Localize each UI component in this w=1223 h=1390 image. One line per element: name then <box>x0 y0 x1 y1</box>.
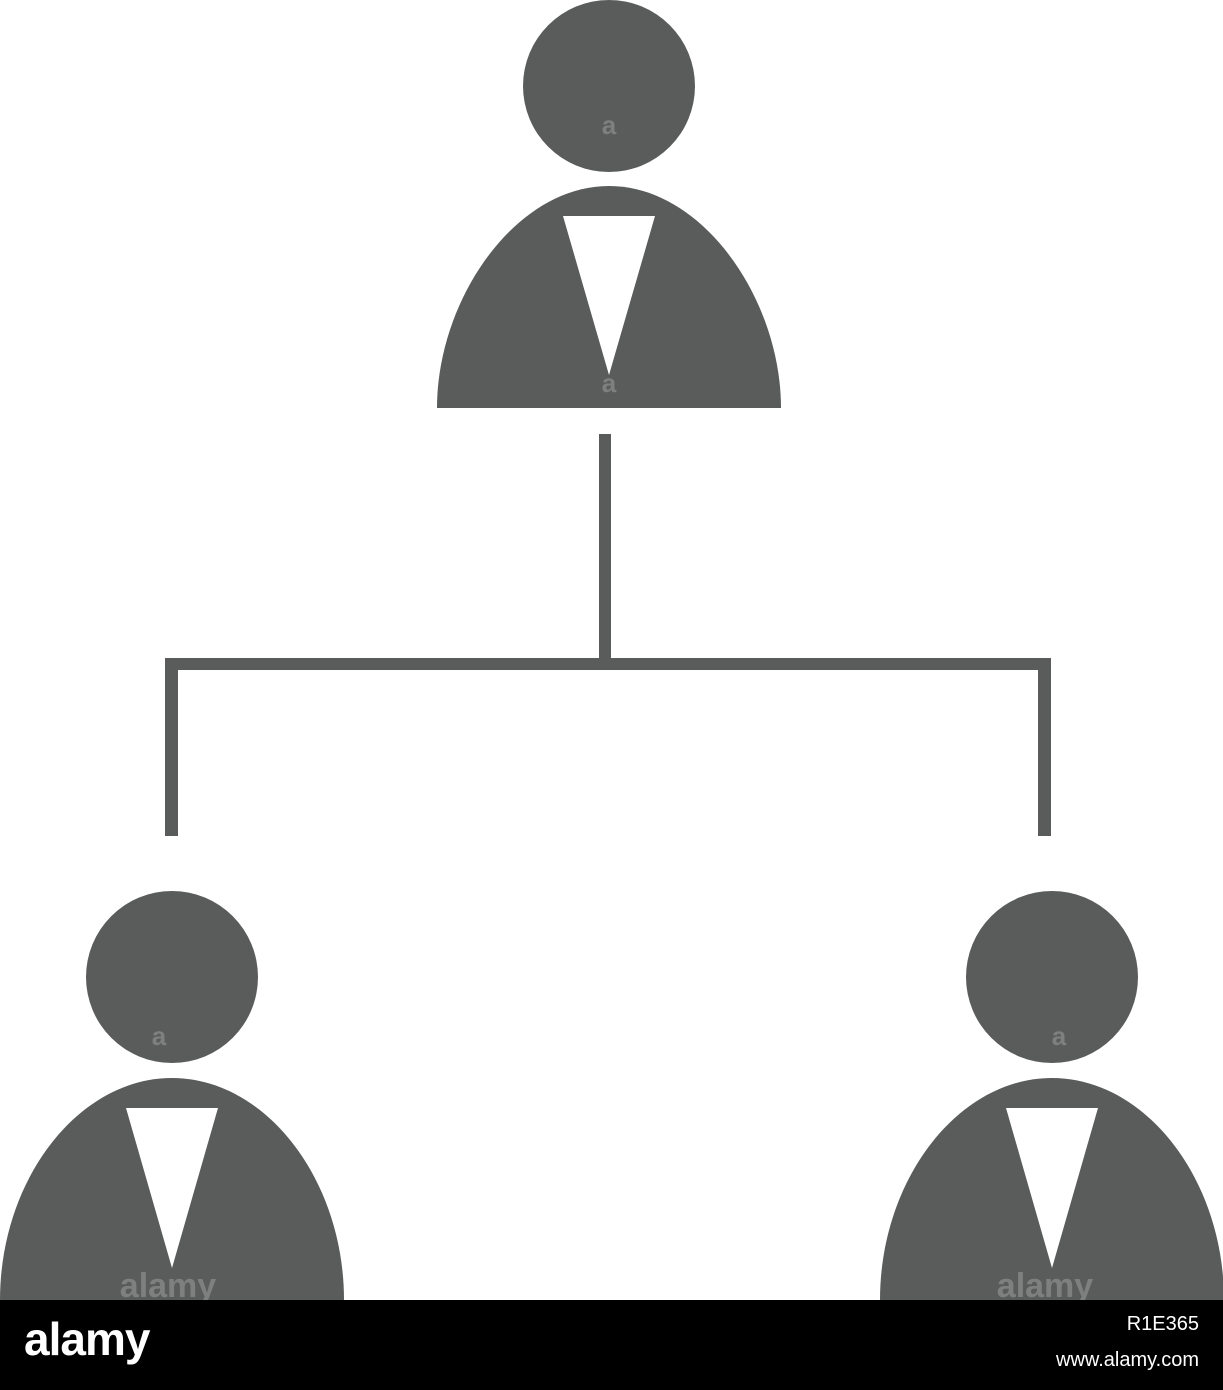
footer-logo: alamy <box>24 1313 150 1365</box>
person-tie <box>563 216 655 375</box>
watermark: a a a a alamy alamy <box>120 110 1093 1300</box>
connector-vertical-left <box>165 658 178 836</box>
person-icon <box>880 891 1223 1300</box>
person-icon <box>437 0 781 408</box>
org-chart-diagram: a a a a alamy alamy <box>0 0 1223 1300</box>
person-tie <box>1006 1108 1098 1268</box>
footer-bar: alamy R1E365 www.alamy.com <box>0 1300 1223 1390</box>
person-tie <box>126 1108 218 1268</box>
connector-vertical-right <box>1038 658 1051 836</box>
org-chart-canvas: a a a a alamy alamy <box>0 0 1223 1300</box>
person-head <box>966 891 1138 1063</box>
watermark-mark: a <box>602 368 617 398</box>
connector-lines <box>165 434 1051 836</box>
person-icon <box>0 891 344 1300</box>
person-head <box>86 891 258 1063</box>
footer-url: www.alamy.com <box>1056 1349 1199 1371</box>
image-id: R1E365 <box>1126 1313 1199 1335</box>
watermark-mark: a <box>152 1021 167 1051</box>
watermark-text: alamy <box>120 1267 216 1300</box>
connector-horizontal <box>165 658 1051 670</box>
person-head <box>523 0 695 172</box>
watermark-mark: a <box>1052 1021 1067 1051</box>
watermark-text: alamy <box>997 1267 1093 1300</box>
connector-vertical-top <box>599 434 611 664</box>
watermark-mark: a <box>602 110 617 140</box>
